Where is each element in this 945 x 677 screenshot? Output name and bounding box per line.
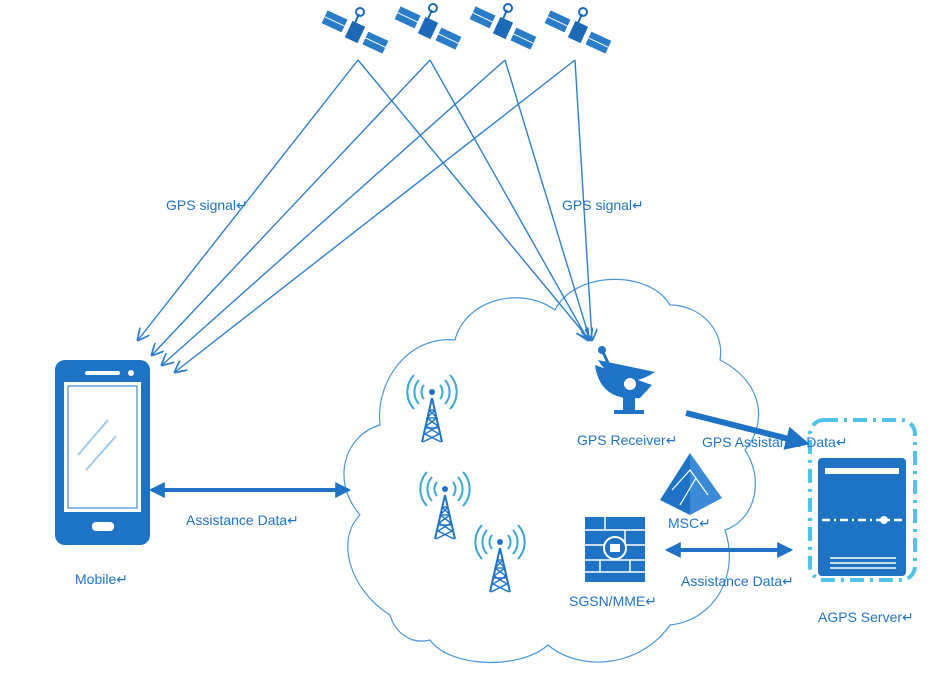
server-icon: [808, 418, 917, 582]
smartphone-icon: [55, 360, 150, 545]
satellite-icon: [320, 7, 390, 55]
network-cloud: [343, 278, 760, 663]
gps-signal-left-label: GPS signal↵: [166, 197, 248, 213]
assistance-data-agps-label: Assistance Data↵: [681, 573, 794, 589]
satellite-icon: [468, 3, 538, 51]
mobile-label: Mobile↵: [75, 571, 128, 587]
gps-signal-lines: [138, 59, 592, 372]
pyramid-icon: [660, 453, 722, 515]
satellite-icon: [393, 3, 463, 51]
gps-assistance-arrow: [685, 410, 810, 450]
gps-signal-right-label: GPS signal↵: [562, 197, 644, 213]
gps-assistance-data-label: GPS Assistance Data↵: [702, 434, 848, 450]
agps-server-label: AGPS Server↵: [818, 609, 914, 625]
satellite-icon: [543, 7, 613, 55]
satellite-dish-icon: [595, 346, 655, 414]
msc-label: MSC↵: [668, 515, 711, 531]
assistance-data-mobile-label: Assistance Data↵: [186, 512, 299, 528]
firewall-icon: [585, 517, 645, 582]
gps-receiver-label: GPS Receiver↵: [577, 432, 677, 448]
sgsn-mme-label: SGSN/MME↵: [569, 593, 657, 609]
